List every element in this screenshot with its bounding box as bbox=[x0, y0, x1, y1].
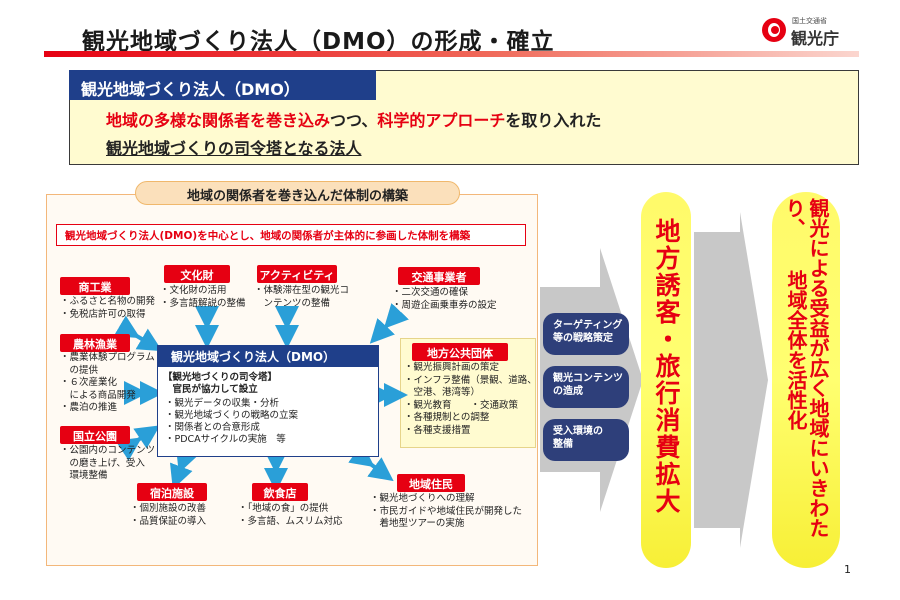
structure-notice: 観光地域づくり法人(DMO)を中心とし、地域の関係者が主体的に参画した体制を構築 bbox=[56, 224, 526, 246]
stakeholder-label-cultural-property: 文化財 bbox=[164, 265, 230, 283]
list-item: による商品開発 bbox=[60, 389, 136, 401]
outcome-text-1: 地方誘客・旅行消費拡大 bbox=[652, 218, 681, 515]
outcome-col1-highlight: 観光 bbox=[806, 198, 830, 238]
stakeholder-label-commerce: 商工業 bbox=[60, 277, 130, 295]
list-item: 環境整備 bbox=[60, 470, 108, 482]
list-item: ・農業体験プログラム bbox=[60, 352, 155, 363]
list-item: ・個別施設の改善 bbox=[130, 503, 207, 514]
pill-line: ターゲティング bbox=[553, 320, 623, 331]
stakeholder-label-residents: 地域住民 bbox=[397, 474, 465, 492]
definition-text-1: つつ、 bbox=[330, 111, 378, 130]
page-title: 観光地域づくり法人（DMO）の形成・確立 bbox=[82, 29, 555, 55]
list-item: ・文化財の活用 bbox=[160, 285, 227, 296]
pill-line: の造成 bbox=[553, 386, 583, 397]
list-item: 着地型ツアーの実施 bbox=[370, 518, 465, 530]
list-item: ・体験滞在型の観光コ bbox=[254, 285, 350, 296]
list-item: ・各種規制との調整 bbox=[404, 412, 490, 424]
list-item: ・二次交通の確保 bbox=[392, 287, 469, 298]
dmo-definition-label: 観光地域づくり法人（DMO） bbox=[69, 70, 376, 100]
list-item: ・各種支援措置 bbox=[404, 424, 471, 436]
ministry-name: 国土交通省 bbox=[792, 17, 827, 25]
list-item: 空港、港湾等） bbox=[404, 387, 481, 399]
dmo-center-items: ・観光データの収集・分析 ・観光地域づくりの戦略の立案 ・関係者との合意形成 ・… bbox=[165, 398, 298, 446]
list-item: ・「地域の食」の提供 bbox=[238, 503, 329, 514]
list-item: ・観光教育 ・交通政策 bbox=[404, 399, 519, 411]
pill-line: 整備 bbox=[553, 439, 573, 450]
list-item: ・市民ガイドや地域住民が開発した bbox=[370, 505, 523, 517]
outcome-col1-text: による受益が広く地域にいきわたり、 bbox=[782, 198, 830, 538]
title-underline bbox=[44, 51, 859, 57]
stakeholder-label-activity: アクティビティ bbox=[257, 265, 337, 283]
list-item: ・多言語、ムスリム対応 bbox=[238, 515, 343, 527]
dmo-center-subtitle: 【観光地づくりの司令塔】 官民が協力して設立 bbox=[163, 372, 277, 396]
list-item: の磨き上げ、受入 bbox=[60, 457, 145, 469]
page-number: 1 bbox=[844, 563, 851, 576]
list-item: の提供 bbox=[60, 364, 99, 376]
list-item: ・観光振興計画の策定 bbox=[404, 362, 500, 373]
pill-line: 等の戦略策定 bbox=[553, 333, 613, 344]
stakeholder-items-transport: ・二次交通の確保 ・周遊企画乗車券の設定 bbox=[392, 287, 497, 312]
list-item: ・周遊企画乗車券の設定 bbox=[392, 299, 497, 311]
outcome-oval-1 bbox=[641, 192, 691, 568]
list-item: ・品質保証の導入 bbox=[130, 515, 207, 527]
dmo-establishment-text: 官民が協力して設立 bbox=[163, 384, 258, 395]
stakeholder-items-residents: ・観光地づくりへの理解 ・市民ガイドや地域住民が開発した 着地型ツアーの実施 bbox=[370, 493, 522, 531]
definition-text-2: を取り入れた bbox=[505, 111, 602, 130]
list-item: ・観光地づくりへの理解 bbox=[370, 493, 475, 504]
stakeholder-items-restaurant: ・「地域の食」の提供 ・多言語、ムスリム対応 bbox=[238, 503, 343, 528]
stakeholder-label-national-park: 国立公園 bbox=[60, 426, 130, 444]
definition-highlight-1: 地域の多様な関係者を巻き込み bbox=[106, 111, 331, 130]
list-item: ・免税店許可の取得 bbox=[60, 308, 146, 320]
pill-line: 観光コンテンツ bbox=[553, 373, 623, 384]
outcome-text-2: 観光による受益が広く地域にいきわたり、 bbox=[782, 198, 830, 568]
list-item: ンテンツの整備 bbox=[254, 297, 331, 309]
list-item: ・農泊の推進 bbox=[60, 402, 118, 414]
stakeholder-label-restaurant: 飲食店 bbox=[252, 483, 308, 501]
stakeholder-items-lodging: ・個別施設の改善 ・品質保証の導入 bbox=[130, 503, 206, 528]
stakeholder-items-national-park: ・公園内のコンテンツ の磨き上げ、受入 環境整備 bbox=[60, 445, 155, 483]
stakeholder-label-local-government: 地方公共団体 bbox=[412, 343, 508, 361]
definition-highlight-2: 科学的アプローチ bbox=[377, 111, 506, 130]
list-item: ・多言語解説の整備 bbox=[160, 297, 246, 309]
stakeholder-label-lodging: 宿泊施設 bbox=[137, 483, 207, 501]
outcome-text-3: 地域全体を活性化 bbox=[784, 270, 808, 430]
dmo-center-title: 観光地域づくり法人（DMO） bbox=[157, 345, 379, 367]
list-item: ・関係者との合意形成 bbox=[165, 422, 260, 433]
list-item: ・６次産業化 bbox=[60, 377, 118, 389]
agency-logo: 国土交通省 観光庁 bbox=[762, 14, 862, 48]
stakeholder-items-activity: ・体験滞在型の観光コ ンテンツの整備 bbox=[254, 285, 349, 310]
agency-emblem-icon bbox=[762, 18, 786, 42]
list-item: ・観光データの収集・分析 bbox=[165, 398, 280, 409]
list-item: ・インフラ整備（景観、道路、 bbox=[404, 374, 537, 386]
dmo-definition-line1: 地域の多様な関係者を巻き込みつつ、科学的アプローチを取り入れた bbox=[106, 107, 601, 131]
stakeholder-items-agriculture: ・農業体験プログラム の提供 ・６次産業化 による商品開発 ・農泊の推進 bbox=[60, 352, 155, 415]
list-item: ・公園内のコンテンツ bbox=[60, 445, 156, 456]
list-item: ・PDCAサイクルの実施 等 bbox=[165, 434, 286, 445]
stakeholder-frame-heading: 地域の関係者を巻き込んだ体制の構築 bbox=[135, 181, 460, 205]
stakeholder-items-commerce: ・ふるさと名物の開発 ・免税店許可の取得 bbox=[60, 296, 155, 321]
dmo-role-text: 【観光地づくりの司令塔】 bbox=[163, 372, 278, 383]
pill-line: 受入環境の bbox=[553, 426, 603, 437]
outcome-oval-2 bbox=[772, 192, 840, 568]
stakeholder-items-local-government: ・観光振興計画の策定 ・インフラ整備（景観、道路、 空港、港湾等） ・観光教育 … bbox=[404, 362, 537, 438]
agency-name: 観光庁 bbox=[791, 29, 840, 48]
function-pill-content: 観光コンテンツ の造成 bbox=[543, 366, 629, 408]
stakeholder-label-transport: 交通事業者 bbox=[398, 267, 480, 285]
list-item: ・観光地域づくりの戦略の立案 bbox=[165, 410, 299, 421]
stakeholder-items-cultural-property: ・文化財の活用 ・多言語解説の整備 bbox=[160, 285, 246, 310]
list-item: ・ふるさと名物の開発 bbox=[60, 296, 156, 307]
dmo-definition-line2: 観光地域づくりの司令塔となる法人 bbox=[106, 139, 362, 158]
function-pill-reception: 受入環境の 整備 bbox=[543, 419, 629, 461]
function-pill-strategy: ターゲティング 等の戦略策定 bbox=[543, 313, 629, 355]
stakeholder-label-agriculture: 農林漁業 bbox=[60, 334, 130, 352]
